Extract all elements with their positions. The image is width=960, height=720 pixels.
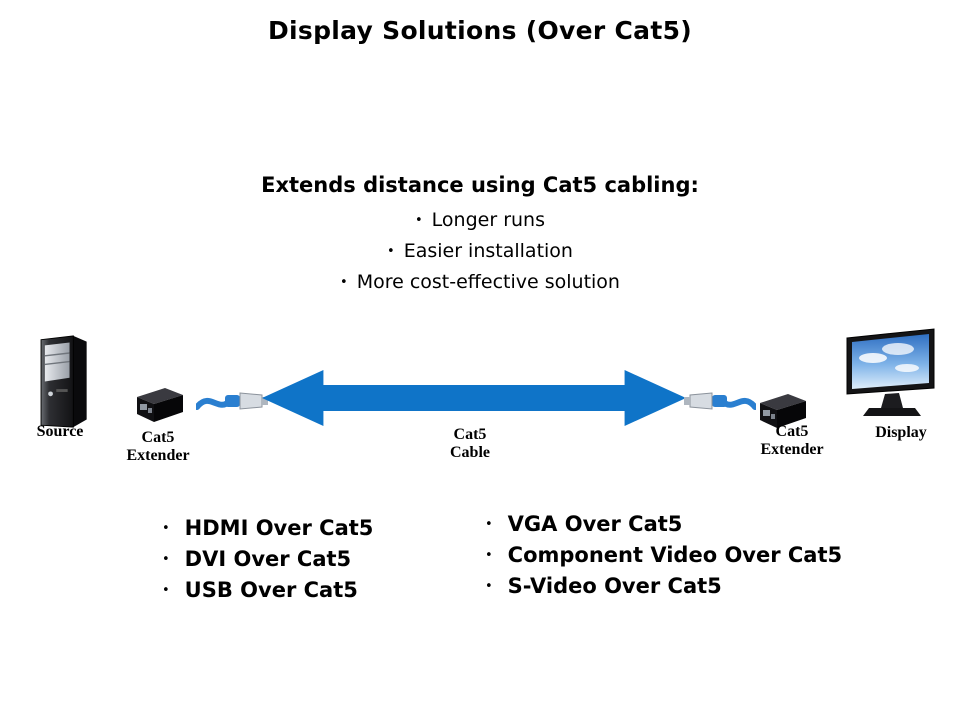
source-label: Source: [36, 423, 84, 440]
intro-heading: Extends distance using Cat5 cabling:: [261, 173, 699, 197]
label-line: Cat5: [775, 423, 809, 440]
rj45-connector-right-icon: [682, 385, 756, 415]
intro-bullet: • Easier installation: [0, 236, 960, 267]
list-item: • S-Video Over Cat5: [485, 571, 842, 602]
page-title: Display Solutions (Over Cat5): [267, 16, 693, 45]
intro-bullet-text: Easier installation: [403, 240, 573, 262]
list-item: • USB Over Cat5: [162, 575, 373, 606]
cat5-cable-label: Cat5 Cable: [420, 426, 520, 462]
list-item-text: S-Video Over Cat5: [507, 574, 722, 598]
rj45-connector-left-icon: [196, 385, 270, 415]
cat5-extender-left-label: Cat5 Extender: [106, 429, 210, 465]
list-item-text: DVI Over Cat5: [184, 547, 352, 571]
bullet-icon: •: [340, 275, 348, 290]
bullet-icon: •: [162, 552, 170, 567]
right-feature-list: • VGA Over Cat5 • Component Video Over Cat…: [485, 509, 842, 602]
list-item-text: HDMI Over Cat5: [184, 516, 374, 540]
bullet-icon: •: [415, 213, 423, 228]
bullet-icon: •: [387, 244, 395, 259]
label-line: Cat5: [141, 429, 175, 446]
intro-bullet: • Longer runs: [0, 205, 960, 236]
left-feature-list: • HDMI Over Cat5 • DVI Over Cat5 • USB Over…: [162, 513, 373, 606]
list-item: • Component Video Over Cat5: [485, 540, 842, 571]
list-item: • VGA Over Cat5: [485, 509, 842, 540]
source-computer-icon: [30, 334, 92, 429]
bullet-icon: •: [485, 517, 493, 532]
list-item-text: Component Video Over Cat5: [507, 543, 843, 567]
bullet-icon: •: [162, 583, 170, 598]
cat5-arrow: [262, 368, 686, 428]
list-item: • HDMI Over Cat5: [162, 513, 373, 544]
label-line: Cable: [450, 444, 490, 461]
display-label: Display: [875, 424, 927, 441]
bullet-icon: •: [162, 521, 170, 536]
label-line: Extender: [760, 441, 824, 458]
cat5-extender-right-label: Cat5 Extender: [740, 423, 844, 459]
list-item-text: VGA Over Cat5: [507, 512, 683, 536]
label-line: Extender: [126, 447, 190, 464]
intro-bullet: • More cost-effective solution: [0, 267, 960, 298]
intro-bullet-text: Longer runs: [431, 209, 545, 231]
label-line: Cat5: [453, 426, 487, 443]
bullet-icon: •: [485, 548, 493, 563]
intro-bullet-text: More cost-effective solution: [356, 271, 620, 293]
list-item: • DVI Over Cat5: [162, 544, 373, 575]
cat5-extender-left-icon: [134, 384, 186, 424]
cat5-extender-right-icon: [757, 390, 809, 430]
display-monitor-icon: [843, 328, 938, 428]
intro-section: Extends distance using Cat5 cabling: • Lo…: [0, 173, 960, 298]
list-item-text: USB Over Cat5: [184, 578, 358, 602]
bullet-icon: •: [485, 579, 493, 594]
